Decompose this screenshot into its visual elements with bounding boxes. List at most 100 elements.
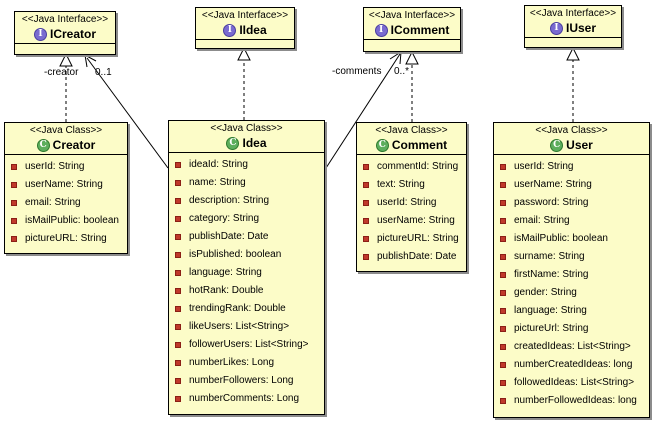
association-multiplicity-label: 0..1 [95, 67, 112, 78]
attribute-row: publishDate: Date [169, 228, 324, 246]
attribute-text: gender: String [514, 287, 577, 298]
attribute-row: surname: String [494, 248, 649, 266]
attribute-text: followedIdeas: List<String> [514, 377, 635, 388]
attribute-row: commentId: String [357, 158, 466, 176]
attribute-row: description: String [169, 192, 324, 210]
private-field-icon [175, 324, 181, 330]
attribute-row: pictureUrl: String [494, 320, 649, 338]
attribute-row: isMailPublic: boolean [494, 230, 649, 248]
attribute-text: numberFollowedIdeas: long [514, 395, 637, 406]
attribute-text: email: String [25, 197, 81, 208]
attribute-text: commentId: String [377, 161, 459, 172]
stereotype-label: <<Java Interface>> [21, 14, 109, 25]
class-badge-icon: C [375, 138, 389, 152]
attribute-text: ideaId: String [189, 159, 248, 170]
private-field-icon [363, 200, 369, 206]
attribute-text: followerUsers: List<String> [189, 339, 309, 350]
private-field-icon [363, 164, 369, 170]
private-field-icon [11, 200, 17, 206]
class-name: User [566, 138, 593, 152]
attribute-text: publishDate: Date [377, 251, 457, 262]
class-badge-icon: C [550, 138, 564, 152]
private-field-icon [500, 218, 506, 224]
private-field-icon [500, 272, 506, 278]
stereotype-label: <<Java Interface>> [529, 8, 617, 19]
attribute-text: userName: String [377, 215, 455, 226]
private-field-icon [175, 378, 181, 384]
private-field-icon [175, 198, 181, 204]
attribute-row: publishDate: Date [357, 248, 466, 266]
attribute-row: email: String [5, 194, 127, 212]
attribute-row: ideaId: String [169, 156, 324, 174]
private-field-icon [175, 180, 181, 186]
private-field-icon [500, 200, 506, 206]
attribute-row: userName: String [357, 212, 466, 230]
attribute-row: name: String [169, 174, 324, 192]
attribute-text: publishDate: Date [189, 231, 269, 242]
attribute-row: trendingRank: Double [169, 300, 324, 318]
attribute-row: numberLikes: Long [169, 354, 324, 372]
stereotype-label: <<Java Class>> [375, 125, 448, 136]
attribute-row: language: String [169, 264, 324, 282]
attribute-row: gender: String [494, 284, 649, 302]
attribute-row: isMailPublic: boolean [5, 212, 127, 230]
attribute-text: password: String [514, 197, 589, 208]
attribute-row: userId: String [5, 158, 127, 176]
private-field-icon [175, 216, 181, 222]
interface-badge-icon: I [33, 27, 47, 41]
attribute-text: userId: String [25, 161, 85, 172]
attribute-text: isPublished: boolean [189, 249, 282, 260]
stereotype-label: <<Java Class>> [535, 125, 608, 136]
attribute-row: likeUsers: List<String> [169, 318, 324, 336]
interface-name: IIdea [239, 23, 267, 37]
realization-arrowhead [59, 52, 73, 67]
attribute-text: category: String [189, 213, 260, 224]
private-field-icon [500, 380, 506, 386]
attribute-row: firstName: String [494, 266, 649, 284]
attribute-list: commentId: String text: String userId: S… [357, 155, 466, 266]
class-badge-icon: C [36, 138, 50, 152]
realization-arrowhead [566, 46, 580, 61]
stereotype-label: <<Java Class>> [29, 125, 103, 136]
private-field-icon [363, 182, 369, 188]
private-field-icon [500, 362, 506, 368]
attribute-text: name: String [189, 177, 246, 188]
attribute-row: numberComments: Long [169, 390, 324, 408]
private-field-icon [363, 218, 369, 224]
private-field-icon [11, 164, 17, 170]
attribute-row: hotRank: Double [169, 282, 324, 300]
class-badge-icon: C [226, 136, 240, 150]
private-field-icon [175, 288, 181, 294]
attribute-text: likeUsers: List<String> [189, 321, 290, 332]
attribute-row: isPublished: boolean [169, 246, 324, 264]
private-field-icon [11, 182, 17, 188]
association-idea-icreator [86, 57, 169, 169]
attribute-row: followedIdeas: List<String> [494, 374, 649, 392]
attribute-text: numberCreatedIdeas: long [514, 359, 633, 370]
attribute-text: surname: String [514, 251, 585, 262]
attribute-text: pictureURL: String [25, 233, 107, 244]
interface-name: IUser [565, 21, 597, 35]
private-field-icon [175, 234, 181, 240]
stereotype-label: <<Java Interface>> [201, 10, 289, 21]
association-arrowhead [84, 54, 97, 68]
attribute-row: email: String [494, 212, 649, 230]
private-field-icon [11, 236, 17, 242]
attribute-text: isMailPublic: boolean [25, 215, 119, 226]
realization-arrowhead [405, 50, 419, 65]
private-field-icon [500, 398, 506, 404]
attribute-row: followerUsers: List<String> [169, 336, 324, 354]
attribute-text: firstName: String [514, 269, 589, 280]
attribute-text: hotRank: Double [189, 285, 264, 296]
attribute-text: userId: String [514, 161, 574, 172]
attribute-text: createdIdeas: List<String> [514, 341, 631, 352]
